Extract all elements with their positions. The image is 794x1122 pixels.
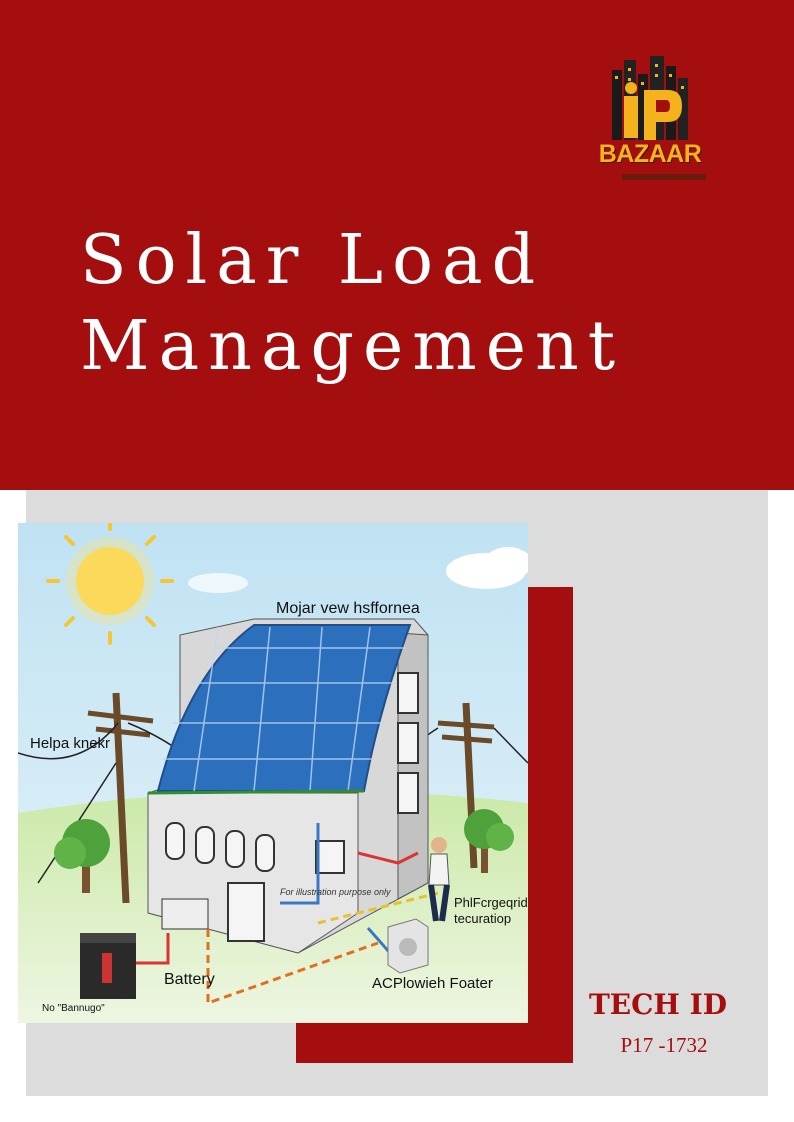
logo-wordmark: BAZAAR bbox=[598, 140, 702, 168]
cover-title-line-1: Solar Load bbox=[80, 221, 545, 300]
illustration-watermark: For illustration purpose only bbox=[280, 887, 391, 897]
illustration-label-left: Helpa knekr bbox=[30, 735, 111, 752]
ac-unit-icon bbox=[387, 918, 429, 974]
illustration-label-ac: ACPlowieh Foater bbox=[372, 975, 493, 992]
cover-title-line-2: Management bbox=[80, 307, 625, 386]
solar-house-illustration: Mojar vew hsffornea Helpa knekr For illu… bbox=[18, 523, 528, 1023]
illustration-label-right-2: tecuratiop bbox=[454, 911, 512, 926]
illustration-label-bottom-left: No "Bannugo" bbox=[42, 1003, 105, 1014]
illustration-label-top: Mojar vew hsffornea bbox=[276, 600, 420, 617]
tech-id-code: P17 -1732 bbox=[620, 1033, 708, 1057]
tree-icon bbox=[54, 809, 514, 893]
cover-title: Solar Load Management bbox=[80, 218, 624, 390]
brand-logo bbox=[582, 52, 718, 188]
city-skyline-icon bbox=[612, 56, 706, 180]
tech-id-label: TECH ID bbox=[588, 988, 728, 1021]
person-icon bbox=[428, 837, 450, 922]
illustration-label-battery: Battery bbox=[164, 971, 215, 988]
battery-icon bbox=[80, 933, 136, 999]
sun-icon bbox=[46, 523, 174, 645]
illustration-label-right-1: PhlFcrgeqrid bbox=[454, 895, 528, 910]
solar-house-illustration-art bbox=[18, 523, 528, 1023]
